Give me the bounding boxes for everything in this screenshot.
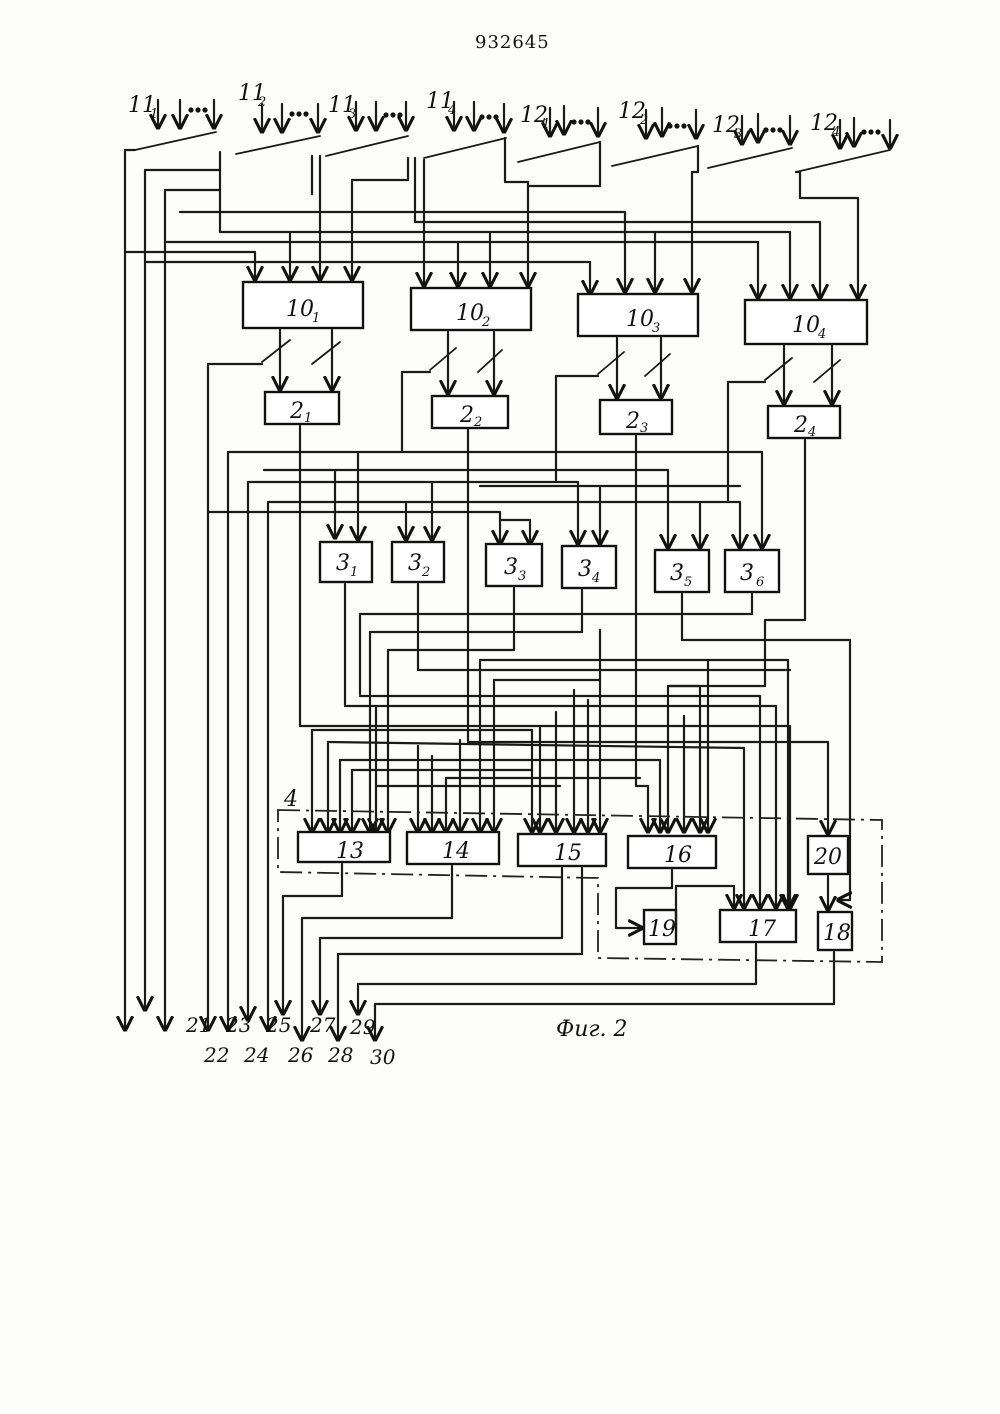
svg-text:3: 3 xyxy=(504,555,518,580)
output-label: 25 xyxy=(265,1013,291,1037)
block-3-5: 35 xyxy=(655,550,709,592)
input-bundle-12-2: 12 2 xyxy=(612,99,698,166)
input-bundle-11-3: 11 3 xyxy=(326,93,408,156)
svg-text:2: 2 xyxy=(459,403,474,428)
svg-text:20: 20 xyxy=(813,845,842,870)
svg-text:14: 14 xyxy=(442,839,470,864)
block-2-4: 24 xyxy=(768,406,840,440)
input-bundle-11-4: 11 4 xyxy=(424,89,506,158)
block-3-4: 34 xyxy=(562,546,616,588)
block-3-3: 33 xyxy=(486,544,542,586)
input-bundle-12-1: 12 1 xyxy=(518,103,600,162)
input-bundle-12-4: 12 4 xyxy=(796,111,890,172)
block-2-3: 23 xyxy=(600,400,672,436)
block-15: 15 xyxy=(518,834,606,866)
svg-text:3: 3 xyxy=(670,561,684,586)
svg-text:3: 3 xyxy=(336,551,350,576)
block-2-1: 21 xyxy=(265,392,339,426)
svg-text:13: 13 xyxy=(336,839,364,864)
svg-text:2: 2 xyxy=(421,565,430,580)
output-labels: 21 22 23 24 25 26 27 28 29 30 xyxy=(185,1013,396,1069)
output-label: 22 xyxy=(203,1043,229,1067)
block-3-6: 36 xyxy=(725,550,779,592)
svg-text:4: 4 xyxy=(831,125,840,140)
output-label: 27 xyxy=(309,1013,336,1037)
block-3-2: 32 xyxy=(392,542,444,582)
output-wiring xyxy=(283,864,834,1040)
svg-text:1: 1 xyxy=(304,411,312,426)
svg-text:3: 3 xyxy=(578,557,592,582)
output-label: 24 xyxy=(243,1043,269,1067)
svg-text:4: 4 xyxy=(817,327,826,342)
block-10-3: 103 xyxy=(578,294,698,336)
output-label: 23 xyxy=(225,1013,251,1037)
output-label: 29 xyxy=(349,1015,376,1039)
output-label: 21 xyxy=(185,1013,211,1037)
block-17: 17 xyxy=(720,910,796,942)
input-bundle-11-2: 11 2 xyxy=(236,81,320,154)
block-13: 13 xyxy=(298,832,390,864)
group-label: 4 xyxy=(283,787,298,812)
svg-text:2: 2 xyxy=(289,399,304,424)
svg-text:2: 2 xyxy=(625,409,640,434)
patent-number: 932645 xyxy=(475,32,550,53)
block-10-4: 104 xyxy=(745,300,867,344)
block-18: 18 xyxy=(818,912,852,950)
block-10-1: 101 xyxy=(243,282,363,328)
svg-text:19: 19 xyxy=(648,917,676,942)
block-19: 19 xyxy=(644,910,676,944)
figure-caption: Фиг. 2 xyxy=(556,1017,628,1042)
svg-text:2: 2 xyxy=(793,413,808,438)
svg-text:4: 4 xyxy=(591,571,600,586)
output-label: 30 xyxy=(370,1045,396,1069)
svg-text:3: 3 xyxy=(518,569,526,584)
svg-text:15: 15 xyxy=(554,841,582,866)
block-16: 16 xyxy=(628,836,716,868)
svg-text:4: 4 xyxy=(807,425,816,440)
svg-text:18: 18 xyxy=(823,921,851,946)
svg-text:10: 10 xyxy=(286,297,314,322)
svg-text:3: 3 xyxy=(408,551,422,576)
block-2-2: 22 xyxy=(432,396,508,430)
svg-text:10: 10 xyxy=(792,313,820,338)
input-bundle-12-3: 12 3 xyxy=(708,113,792,168)
svg-text:2: 2 xyxy=(473,415,482,430)
svg-text:2: 2 xyxy=(481,315,490,330)
svg-text:1: 1 xyxy=(350,565,358,580)
svg-text:17: 17 xyxy=(748,917,776,942)
svg-text:10: 10 xyxy=(626,307,654,332)
output-label: 26 xyxy=(287,1043,314,1067)
output-label: 28 xyxy=(327,1043,353,1067)
svg-text:1: 1 xyxy=(312,311,320,326)
svg-text:10: 10 xyxy=(456,301,484,326)
svg-text:3: 3 xyxy=(740,561,754,586)
block-14: 14 xyxy=(407,832,499,864)
svg-text:5: 5 xyxy=(684,575,692,590)
svg-text:3: 3 xyxy=(640,421,648,436)
input-bundle-11-1: 11 1 xyxy=(128,93,216,150)
svg-text:3: 3 xyxy=(652,321,660,336)
svg-text:6: 6 xyxy=(756,575,764,590)
svg-text:16: 16 xyxy=(664,843,692,868)
block-10-2: 102 xyxy=(411,288,531,330)
block-3-1: 31 xyxy=(320,542,372,582)
block-20: 20 xyxy=(808,836,848,874)
